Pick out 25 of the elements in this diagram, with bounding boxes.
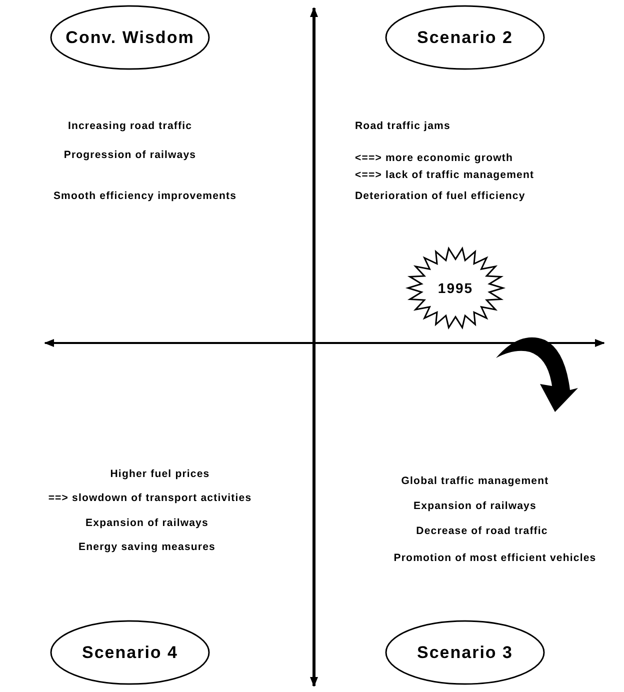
scenario-note: Promotion of most efficient vehicles xyxy=(394,552,596,564)
scenario-note: Road traffic jams xyxy=(355,120,450,132)
scenario-note: <==> more economic growth xyxy=(355,152,513,164)
ellipse-node xyxy=(50,5,210,70)
scenario-note: Energy saving measures xyxy=(78,541,216,553)
node-label: Scenario 3 xyxy=(417,642,513,662)
ellipse-node xyxy=(50,620,210,685)
node-label: Conv. Wisdom xyxy=(66,28,194,48)
scenario-note: Progression of railways xyxy=(64,149,196,161)
scenario-note: <==> lack of traffic management xyxy=(355,169,534,181)
scenario-note: Global traffic management xyxy=(401,475,549,487)
ellipse-node xyxy=(385,620,545,685)
node-label: Scenario 2 xyxy=(417,28,513,48)
scenario-note: Increasing road traffic xyxy=(68,120,192,132)
scenario-note: ==> slowdown of transport activities xyxy=(48,492,252,504)
scenario-note: Expansion of railways xyxy=(86,517,208,529)
node-label: 1995 xyxy=(438,280,474,296)
scenario-note: Smooth efficiency improvements xyxy=(53,190,237,202)
node-label: Scenario 4 xyxy=(82,642,178,662)
starburst-shape xyxy=(408,248,503,328)
scenario-note: Expansion of railways xyxy=(414,500,536,512)
scenario-note: Deterioration of fuel efficiency xyxy=(355,190,526,202)
scenario-note: Decrease of road traffic xyxy=(416,525,548,537)
scenario-note: Higher fuel prices xyxy=(110,468,210,480)
ellipse-node xyxy=(385,5,545,70)
